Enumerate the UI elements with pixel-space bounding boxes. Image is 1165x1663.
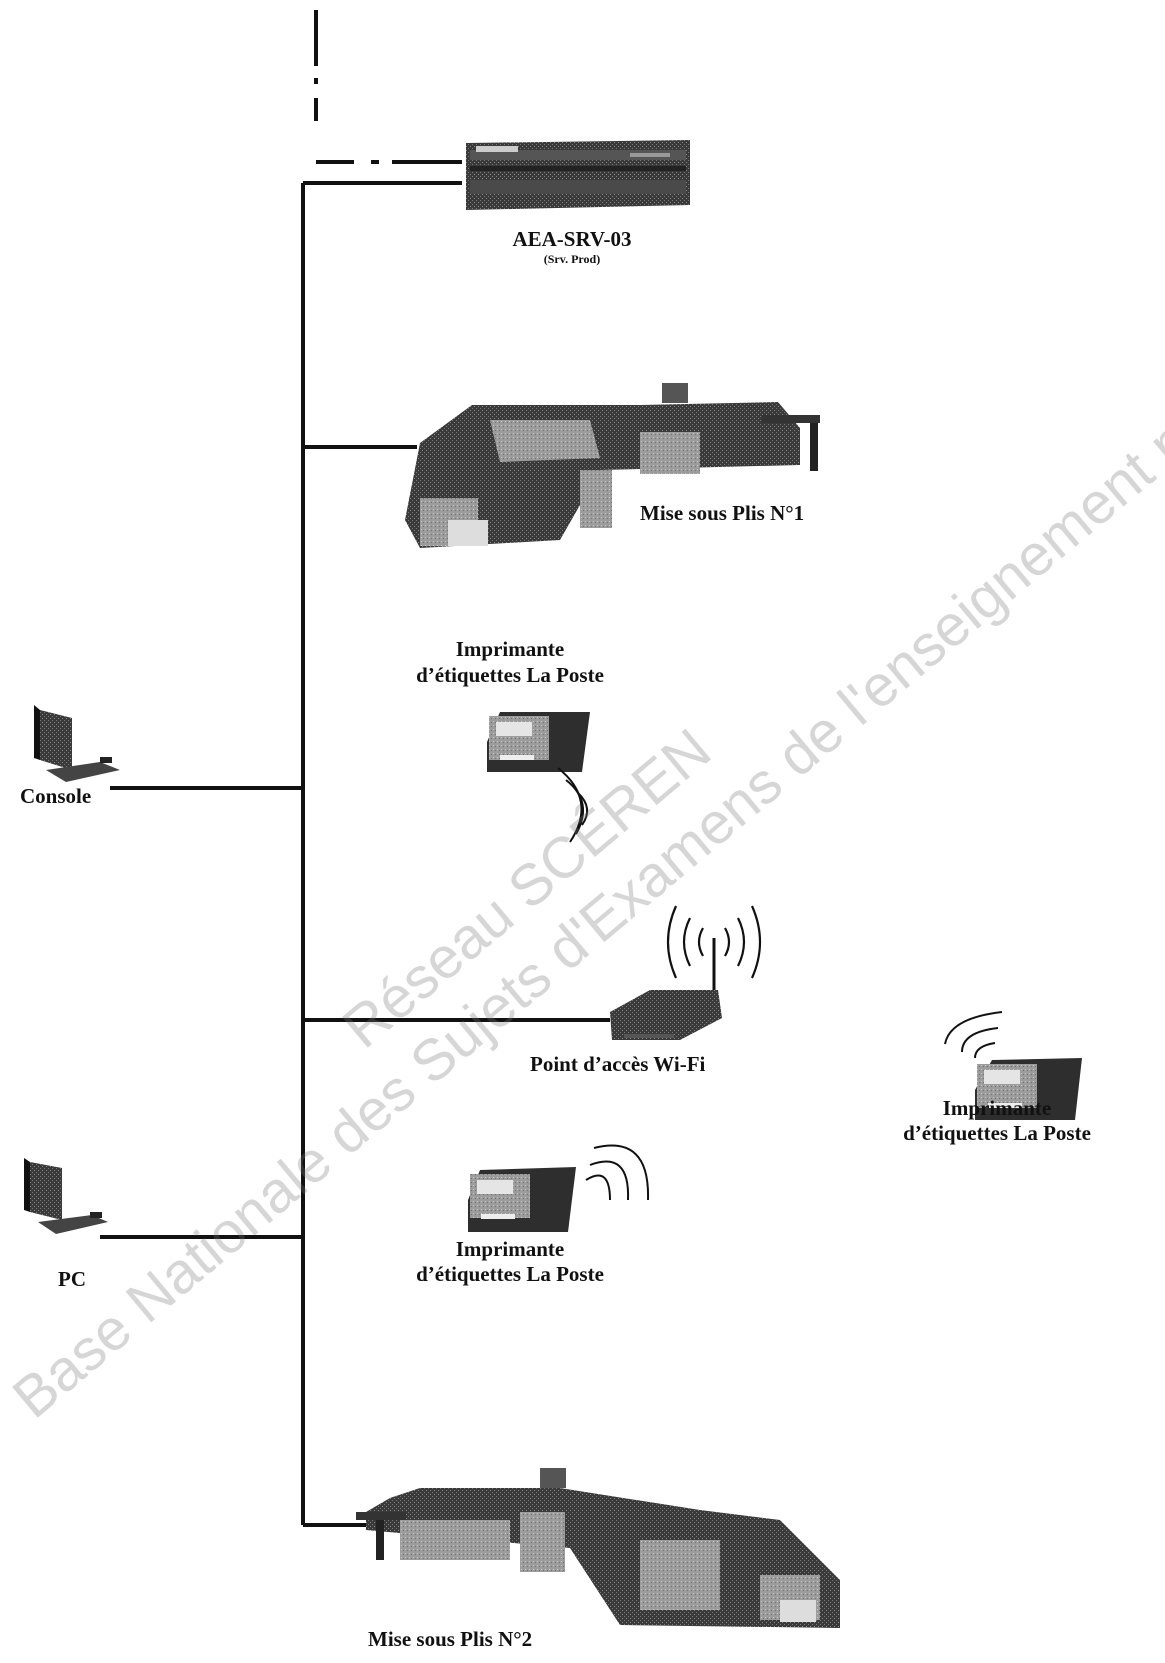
label-printer-middle-icon bbox=[468, 1167, 576, 1232]
branch-links bbox=[100, 183, 610, 1525]
pc-computer-icon bbox=[24, 1158, 108, 1234]
pc-label: PC bbox=[58, 1267, 118, 1291]
printer-top-label-line1: Imprimante bbox=[390, 637, 630, 661]
server-icon bbox=[466, 140, 690, 210]
wifi-access-point-icon bbox=[610, 938, 722, 1040]
console-computer-icon bbox=[34, 705, 120, 782]
console-label: Console bbox=[20, 784, 130, 808]
inserter-machine-2-icon bbox=[356, 1468, 840, 1628]
wireless-waves-printer-middle bbox=[586, 1146, 648, 1200]
printer-right-label-line1: Imprimante bbox=[872, 1096, 1122, 1120]
mise-sous-plis-2-label: Mise sous Plis N°2 bbox=[368, 1627, 608, 1651]
wireless-waves-printer-top bbox=[558, 768, 587, 842]
access-point-label: Point d’accès Wi-Fi bbox=[530, 1052, 770, 1076]
printer-middle-label-line2: d’étiquettes La Poste bbox=[390, 1262, 630, 1286]
uplink-dash-dot bbox=[316, 10, 462, 162]
server-name-label: AEA-SRV-03 bbox=[472, 227, 672, 251]
mise-sous-plis-1-label: Mise sous Plis N°1 bbox=[640, 501, 900, 525]
wireless-waves-printer-right bbox=[945, 1012, 1002, 1058]
server-role-label: (Srv. Prod) bbox=[472, 252, 672, 266]
printer-right-label-line2: d’étiquettes La Poste bbox=[872, 1121, 1122, 1145]
label-printer-top-icon bbox=[487, 712, 590, 772]
printer-top-label-line2: d’étiquettes La Poste bbox=[390, 663, 630, 687]
printer-middle-label-line1: Imprimante bbox=[390, 1237, 630, 1261]
